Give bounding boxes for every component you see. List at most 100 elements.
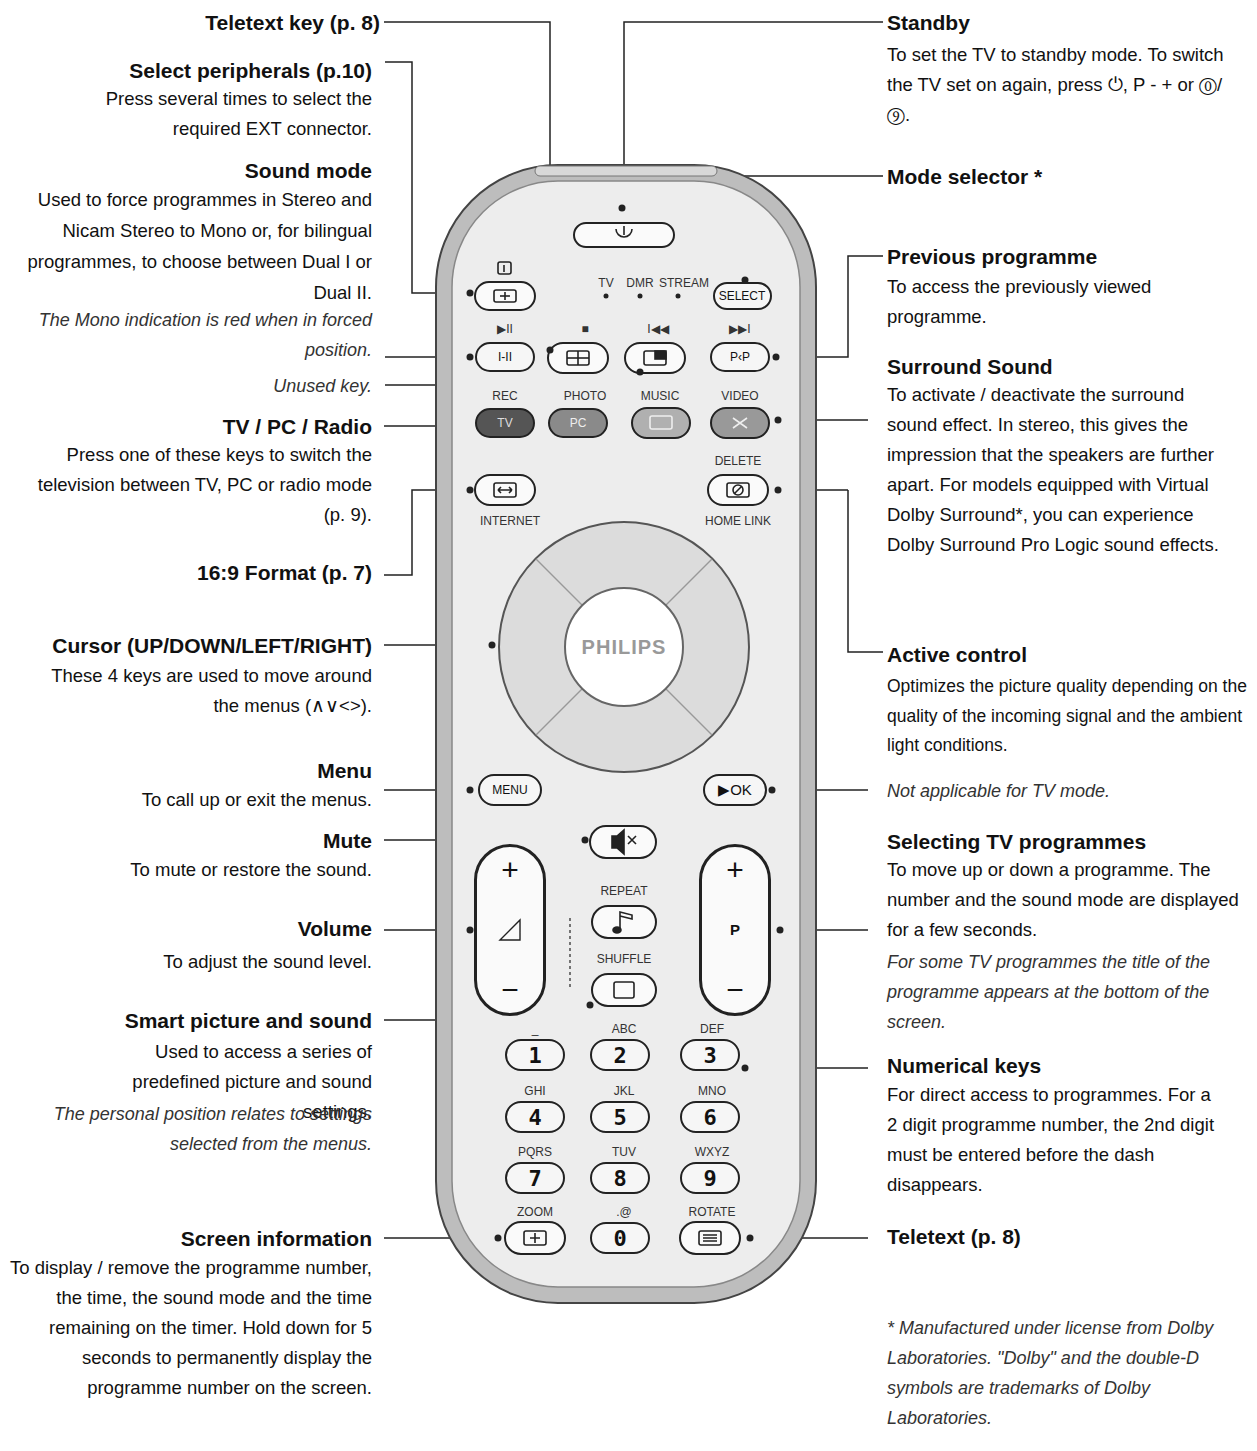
key-caption: REPEAT xyxy=(589,884,659,898)
callout-heading: Selecting TV programmes xyxy=(887,827,1247,857)
callout-heading: Mode selector * xyxy=(887,162,1227,192)
key-caption: PHOTO xyxy=(555,389,615,403)
remote-key: SELECT xyxy=(713,282,772,310)
remote-key: TV xyxy=(475,408,535,438)
key-caption: ■ xyxy=(565,322,605,336)
key-label: MENU xyxy=(492,783,527,797)
key-caption: DELETE xyxy=(703,454,773,468)
remote-key: P‹P xyxy=(710,342,770,372)
number-key: 4 xyxy=(505,1101,565,1133)
key-caption: TV xyxy=(586,276,626,290)
callout-text: Unused key. xyxy=(72,371,372,401)
callout-text: Press one of these keys to switch the te… xyxy=(27,440,372,530)
callout-heading: Active control xyxy=(887,640,1237,670)
key-label: 1 xyxy=(528,1043,541,1068)
key-label: 5 xyxy=(613,1105,626,1130)
key-label: 9 xyxy=(703,1166,716,1191)
key-caption: SHUFFLE xyxy=(589,952,659,966)
key-caption: MNO xyxy=(687,1084,737,1098)
callout-text: To move up or down a programme. The numb… xyxy=(887,855,1247,945)
callout-text: Press several times to select the requir… xyxy=(42,84,372,144)
key-caption: .@ xyxy=(599,1205,649,1219)
key-label: + xyxy=(726,853,744,887)
callout-text: Used to force programmes in Stereo and N… xyxy=(4,184,372,308)
callout-text: Optimizes the picture quality depending … xyxy=(887,672,1255,761)
key-caption: I◀◀ xyxy=(638,322,678,336)
key-caption: ZOOM xyxy=(510,1205,560,1219)
key-caption: WXYZ xyxy=(687,1145,737,1159)
number-key: 7 xyxy=(505,1162,565,1194)
key-label: 0 xyxy=(613,1226,626,1251)
number-key: 0 xyxy=(590,1222,650,1254)
key-caption: DMR xyxy=(620,276,660,290)
callout-heading: Surround Sound xyxy=(887,352,1237,382)
callout-heading: Sound mode xyxy=(72,156,372,186)
key-caption: TUV xyxy=(599,1145,649,1159)
callout-text: Not applicable for TV mode. xyxy=(887,776,1247,806)
callout-heading: Select peripherals (p.10) xyxy=(2,56,372,86)
key-caption: ▶II xyxy=(485,322,525,336)
number-key: 9 xyxy=(680,1162,740,1194)
callout-heading: Screen information xyxy=(52,1224,372,1254)
number-key: 5 xyxy=(590,1101,650,1133)
remote-key: I-II xyxy=(475,342,535,372)
callout-heading: Mute xyxy=(72,826,372,856)
key-label: P xyxy=(730,913,740,947)
key-caption: DEF xyxy=(687,1022,737,1036)
key-label: P‹P xyxy=(730,350,750,364)
rocker-key: + P − xyxy=(700,845,770,1015)
rocker-key: +− xyxy=(475,845,545,1015)
callout-text: The Mono indication is red when in force… xyxy=(32,305,372,365)
callout-text: These 4 keys are used to move around the… xyxy=(37,661,372,721)
key-label: − xyxy=(726,973,744,1007)
callout-text: To adjust the sound level. xyxy=(32,947,372,977)
key-caption: VIDEO xyxy=(710,389,770,403)
key-caption: GHI xyxy=(510,1084,560,1098)
callout-heading: TV / PC / Radio xyxy=(72,412,372,442)
callout-text: * Manufactured under license from Dolby … xyxy=(887,1313,1237,1433)
key-label: TV xyxy=(497,416,512,430)
callout-heading: Previous programme xyxy=(887,242,1237,272)
key-caption: _ xyxy=(510,1022,560,1036)
callout-text: The personal position relates to setting… xyxy=(47,1099,372,1159)
callout-heading: Smart picture and sound xyxy=(52,1006,372,1036)
key-label: PHILIPS xyxy=(582,636,667,659)
key-label: 4 xyxy=(528,1105,541,1130)
callout-text: To call up or exit the menus. xyxy=(32,785,372,815)
callout-text: To access the previously viewed programm… xyxy=(887,272,1227,332)
cursor-centre: PHILIPS xyxy=(564,587,684,707)
key-label: 3 xyxy=(703,1043,716,1068)
key-caption: REC xyxy=(475,389,535,403)
number-key: 2 xyxy=(590,1039,650,1071)
key-label: 2 xyxy=(613,1043,626,1068)
key-label: PC xyxy=(570,416,587,430)
callout-text: To mute or restore the sound. xyxy=(32,855,372,885)
callout-heading: Teletext key (p. 8) xyxy=(10,8,380,38)
callout-heading: Volume xyxy=(72,914,372,944)
number-key: 8 xyxy=(590,1162,650,1194)
callout-text: For direct access to programmes. For a 2… xyxy=(887,1080,1222,1200)
key-caption: MUSIC xyxy=(630,389,690,403)
key-label: ▶OK xyxy=(718,781,752,799)
callout-text: To display / remove the programme number… xyxy=(4,1253,372,1403)
remote-key: MENU xyxy=(478,774,542,806)
callout-heading: Numerical keys xyxy=(887,1051,1247,1081)
key-label: + xyxy=(501,853,519,887)
key-caption: HOME LINK xyxy=(698,514,778,528)
callout-text: For some TV programmes the title of the … xyxy=(887,947,1242,1037)
key-caption: INTERNET xyxy=(470,514,550,528)
key-label: 7 xyxy=(528,1166,541,1191)
key-caption: ▶▶I xyxy=(720,322,760,336)
key-label: 8 xyxy=(613,1166,626,1191)
callout-heading: Cursor (UP/DOWN/LEFT/RIGHT) xyxy=(2,631,372,661)
number-key: 6 xyxy=(680,1101,740,1133)
key-label: − xyxy=(501,973,519,1007)
key-caption: ABC xyxy=(599,1022,649,1036)
key-caption: STREAM xyxy=(654,276,714,290)
key-label: I-II xyxy=(498,350,512,364)
key-label: SELECT xyxy=(719,289,766,303)
callout-heading: 16:9 Format (p. 7) xyxy=(72,558,372,588)
callout-text: To set the TV to standby mode. To switch… xyxy=(887,40,1227,130)
callout-heading: Teletext (p. 8) xyxy=(887,1222,1247,1252)
